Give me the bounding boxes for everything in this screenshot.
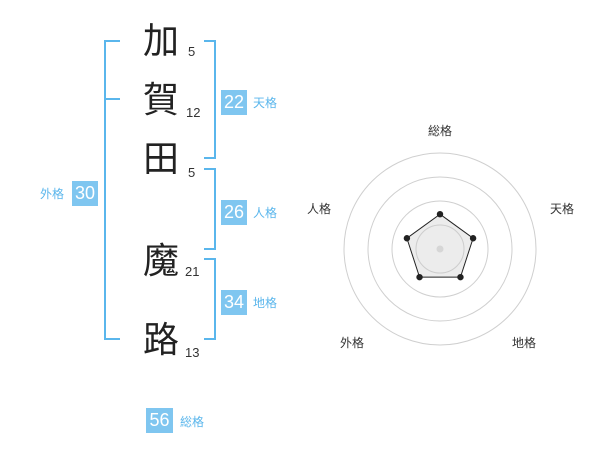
bracket-vertical [104,40,106,340]
radar-rings [343,152,537,346]
bracket-tick [104,98,120,100]
bracket-tick [204,40,216,42]
chikaku-label: 地格 [253,296,278,310]
stroke-count-3: 5 [188,165,196,180]
gaikaku-score: 30 [72,181,98,206]
radar-axis-label-soukaku: 総格 [428,124,453,138]
radar-ring [367,176,513,322]
bracket-tick [204,338,216,340]
radar-axis-label-tenkaku: 天格 [550,202,575,216]
gaikaku-label: 外格 [40,187,65,201]
bracket-vertical [214,258,216,340]
bracket-vertical [214,40,216,159]
radar-axis-label-jinkaku: 人格 [307,202,332,216]
stroke-count-1: 5 [188,44,196,59]
radar-point [469,235,477,242]
name-char-4: 魔 [142,241,179,282]
bracket-tick [204,248,216,250]
jinkaku-score: 26 [221,200,247,225]
tenkaku-score: 22 [221,90,247,115]
name-char-2: 賀 [142,80,179,121]
soukaku-score: 56 [146,408,173,433]
radar-ring [391,200,489,298]
bracket-vertical [214,168,216,250]
radar-ring [415,224,465,274]
chikaku-score: 34 [221,290,247,315]
jinkaku-label: 人格 [253,206,278,220]
tenkaku-label: 天格 [253,96,278,110]
soukaku-label: 総格 [180,415,205,429]
name-char-1: 加 [142,21,179,62]
radar-axis-label-chikaku: 地格 [512,336,537,350]
radar-point [436,211,444,218]
name-char-5: 路 [142,320,179,361]
bracket-tick [204,258,216,260]
radar-ring [343,152,537,346]
bracket-tick [104,40,120,42]
bracket-tick [104,338,120,340]
stroke-count-2: 12 [186,105,201,120]
radar-point [403,235,411,242]
radar-series-polygon [406,213,474,278]
radar-series [403,211,477,281]
name-char-3: 田 [142,139,179,180]
radar-point [457,273,464,281]
stroke-count-4: 21 [185,264,200,279]
stroke-count-5: 13 [185,345,200,360]
bracket-tick [204,157,216,159]
radar-center [436,245,444,253]
bracket-tick [204,168,216,170]
radar-point [416,273,423,281]
radar-axis-label-gaikaku: 外格 [340,336,365,350]
